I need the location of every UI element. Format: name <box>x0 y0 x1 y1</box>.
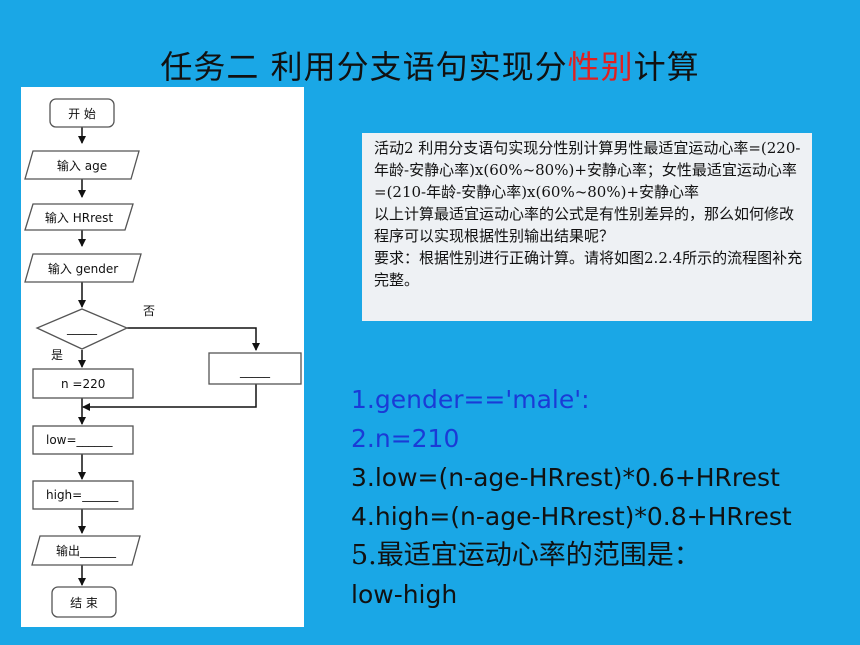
start-label: 开 始 <box>68 107 96 121</box>
flowchart-panel: 开 始 输入 age 输入 HRrest 输入 gender _____ 否 是… <box>21 87 304 627</box>
title-prefix: 任务二 利用分支语句实现分 <box>160 48 568 86</box>
end-label: 结 束 <box>70 596 98 610</box>
output-node <box>31 535 141 566</box>
answer-line-2: 2.n=210 <box>351 424 460 453</box>
title-suffix: 计算 <box>633 48 700 86</box>
else-label: _____ <box>239 364 271 378</box>
low-node <box>32 425 134 455</box>
high-node <box>32 480 134 510</box>
input-gender-node <box>24 253 142 283</box>
arrow-no-branch <box>127 327 260 351</box>
n-assign-label: n =220 <box>61 377 105 391</box>
n-assign-node <box>32 368 134 399</box>
condition-label: _____ <box>66 321 98 335</box>
title-highlight: 性别 <box>567 48 634 86</box>
input-hrrest-node <box>24 203 134 231</box>
input-age-label: 输入 age <box>57 158 107 173</box>
flowchart-svg: 开 始 输入 age 输入 HRrest 输入 gender _____ 否 是… <box>24 98 302 618</box>
arrow-else-merge <box>82 384 257 411</box>
input-age-node <box>24 150 140 180</box>
activity-paragraph: 以上计算最适宜运动心率的公式是有性别差异的，那么如何修改程序可以实现根据性别输出… <box>374 205 795 245</box>
end-node <box>51 586 117 618</box>
answer-line-4: 4.high=(n-age-HRrest)*0.8+HRrest <box>351 502 792 531</box>
slide-title: 任务二 利用分支语句实现分性别计算 <box>0 42 860 88</box>
answer-line-1: 1.gender=='male': <box>351 385 590 414</box>
condition-node <box>35 308 129 350</box>
answer-line-5: 5.最适宜运动心率的范围是： <box>351 540 701 571</box>
start-node <box>49 98 115 128</box>
else-process-node <box>208 352 302 385</box>
low-label: low=______ <box>46 433 114 447</box>
activity-paragraph: 要求：根据性别进行正确计算。请将如图2.2.4所示的流程图补充完整。 <box>374 249 803 289</box>
input-gender-label: 输入 gender <box>48 261 118 276</box>
activity-paragraph: 活动2 利用分支语句实现分性别计算男性最适宜运动心率=(220-年龄-安静心率)… <box>374 139 801 201</box>
activity-description: 活动2 利用分支语句实现分性别计算男性最适宜运动心率=(220-年龄-安静心率)… <box>362 133 812 321</box>
no-label: 否 <box>143 304 155 318</box>
answer-list: 1.gender=='male': 2.n=210 3.low=(n-age-H… <box>351 380 851 614</box>
high-label: high=______ <box>46 488 119 502</box>
input-hrrest-label: 输入 HRrest <box>45 210 113 225</box>
output-label: 输出______ <box>56 543 117 558</box>
answer-line-3: 3.low=(n-age-HRrest)*0.6+HRrest <box>351 463 780 492</box>
yes-label: 是 <box>51 348 63 362</box>
answer-line-6: low-high <box>351 580 458 609</box>
